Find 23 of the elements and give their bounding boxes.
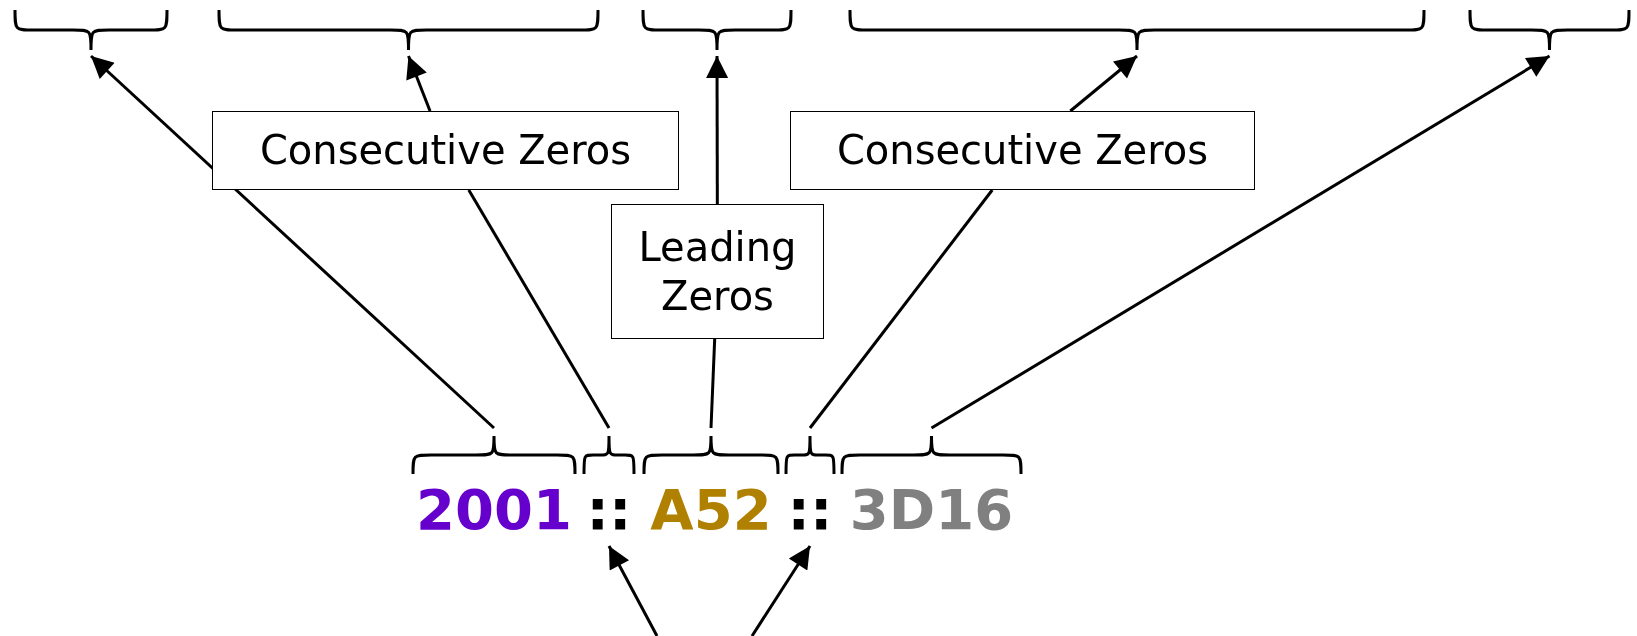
curly-brace bbox=[848, 8, 1426, 52]
address-part: A52 bbox=[649, 478, 773, 542]
label-box: Leading Zeros bbox=[611, 204, 824, 339]
curly-brace bbox=[217, 8, 600, 52]
leader-line bbox=[706, 56, 729, 204]
address-part: 2001 bbox=[415, 478, 573, 542]
leader-line bbox=[709, 338, 717, 429]
arrow bbox=[607, 545, 659, 636]
leader-line bbox=[467, 189, 611, 429]
address-part: :: bbox=[786, 478, 834, 542]
label-box: Consecutive Zeros bbox=[790, 111, 1255, 190]
label-box: Consecutive Zeros bbox=[212, 111, 679, 190]
address-part: :: bbox=[585, 478, 633, 542]
address-part: 3D16 bbox=[848, 478, 1015, 542]
leader-line bbox=[808, 189, 994, 429]
curly-brace bbox=[1468, 8, 1631, 52]
curly-brace bbox=[13, 8, 169, 52]
leader-line bbox=[406, 55, 432, 112]
leader-line bbox=[930, 54, 1551, 430]
leader-line bbox=[1069, 54, 1138, 113]
arrow bbox=[750, 545, 812, 636]
leader-line bbox=[90, 54, 495, 430]
curly-brace bbox=[641, 8, 793, 52]
